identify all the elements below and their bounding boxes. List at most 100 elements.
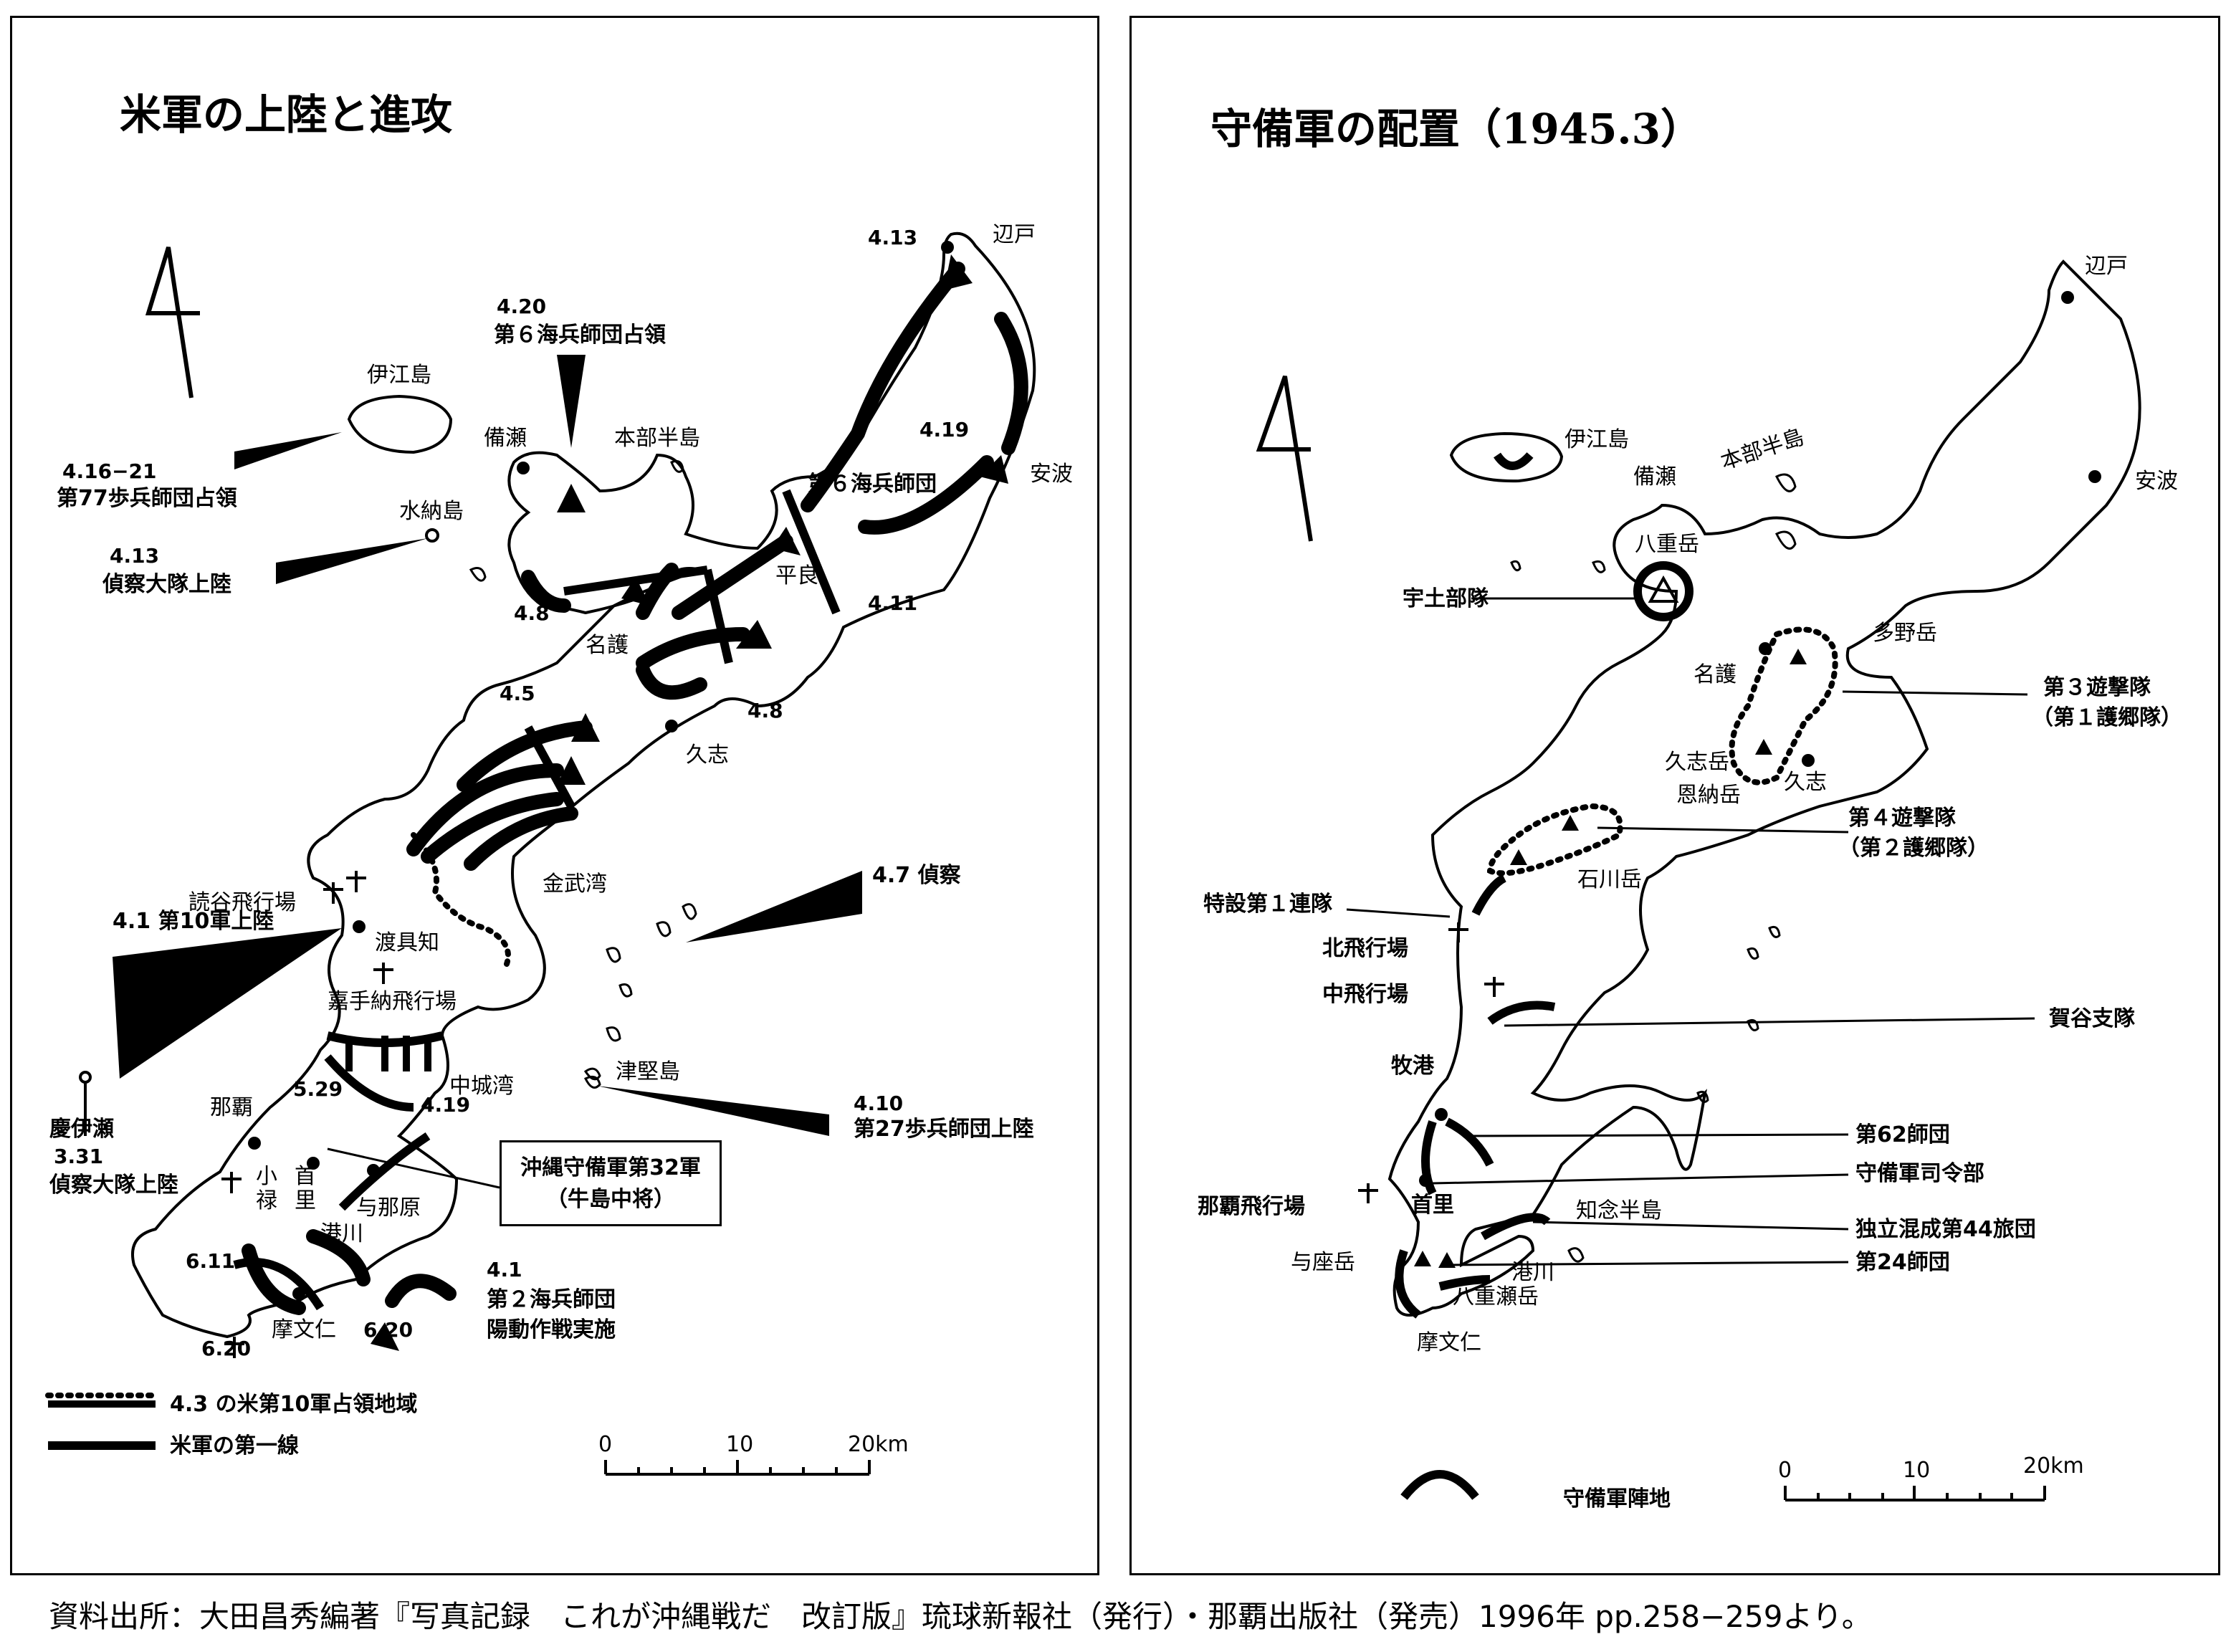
label-mabuni: 摩文仁 — [1417, 1330, 1481, 1355]
event-4-13-text: 偵察大隊上陸 — [102, 572, 231, 597]
defense-deployment-map-panel: 守備軍の配置（1945.3） — [1129, 16, 2220, 1575]
label-kushidake: 久志岳 — [1665, 750, 1729, 775]
label-nakagusuku-bay: 中城湾 — [449, 1074, 514, 1099]
small-island — [1696, 1090, 1709, 1103]
event-4-1-diversion-line1: 第２海兵師団 — [487, 1287, 616, 1312]
label-nago: 名護 — [1693, 662, 1736, 687]
label-shuri-1: 首 — [295, 1164, 316, 1189]
event-4-5: 4.5 — [500, 682, 535, 705]
label-kita-airfield: 北飛行場 — [1322, 936, 1408, 961]
label-kadena-airfield: 嘉手納飛行場 — [328, 989, 457, 1014]
leader-lines — [1346, 597, 2035, 1266]
label-naha-airfield: 那覇飛行場 — [1198, 1194, 1305, 1219]
guerrilla3-area — [1729, 626, 1838, 786]
ie-island-position — [1494, 452, 1534, 470]
unit-guerrilla3: 第３遊撃隊 — [2043, 675, 2151, 700]
label-minatogawa: 港川 — [1511, 1260, 1554, 1285]
scale-label-0: 0 — [598, 1432, 612, 1457]
small-island — [606, 1026, 621, 1042]
attack-wedge-4-7 — [686, 871, 862, 942]
label-toguchi: 渡具知 — [375, 930, 439, 955]
onnadake-peak-icon — [1562, 815, 1579, 831]
attack-wedge-4-1-main — [113, 928, 342, 1079]
small-island — [1768, 925, 1781, 938]
event-4-8-nago: 4.8 — [514, 601, 550, 625]
label-hedo: 辺戸 — [993, 222, 1036, 247]
small-island — [469, 567, 487, 582]
okinawa-island-outline — [1387, 259, 2141, 1317]
left-map-title: 米軍の上陸と進攻 — [120, 90, 453, 139]
small-island — [606, 947, 621, 963]
label-yonabaru: 与那原 — [356, 1195, 421, 1221]
scale-label-0: 0 — [1778, 1458, 1792, 1483]
event-4-10-date: 4.10 — [854, 1092, 903, 1115]
small-island — [1774, 473, 1797, 492]
us-landing-map: 伊江島 備瀬 本部半島 水納島 名護 平良 辺戸 安波 久志 金武湾 読谷飛行場… — [45, 222, 1073, 1476]
label-kushi: 久志 — [1784, 770, 1827, 795]
ishikawadake-peak-icon — [1510, 849, 1527, 865]
label-ie-island: 伊江島 — [367, 363, 431, 388]
front-lines — [233, 489, 841, 1311]
kushidake-peak-icon — [1755, 739, 1772, 755]
event-3-31-date: 3.31 — [54, 1145, 103, 1168]
unit-kaya: 賀谷支隊 — [2049, 1006, 2135, 1031]
small-island — [1747, 1018, 1759, 1031]
label-aha: 安波 — [1030, 462, 1073, 487]
label-ie-island: 伊江島 — [1564, 427, 1629, 452]
small-island — [1774, 530, 1797, 550]
airfield-icons — [1358, 922, 1504, 1203]
label-onnadake: 恩納岳 — [1676, 783, 1741, 808]
label-nago: 名護 — [586, 633, 629, 658]
north-arrow-icon — [1256, 376, 1313, 542]
label-bise: 備瀬 — [484, 426, 527, 451]
label-tanodake: 多野岳 — [1873, 621, 1937, 646]
label-yaesedake: 八重瀬岳 — [1453, 1284, 1539, 1309]
event-4-19-naka: 4.19 — [421, 1093, 470, 1117]
label-motobu: 本部半島 — [614, 426, 700, 451]
okinawa-island-outline — [131, 231, 1036, 1339]
us-landing-map-panel: 米軍の上陸と進攻 — [10, 16, 1099, 1575]
label-minatogawa: 港川 — [320, 1221, 363, 1246]
unit-special1: 特設第１連隊 — [1203, 892, 1332, 917]
label-ishikawadake: 石川岳 — [1577, 867, 1642, 892]
ie-island-shape — [347, 394, 453, 454]
guerrilla4-area — [1486, 803, 1623, 877]
scale-label-20: 20km — [2023, 1453, 2084, 1479]
legend-front-label: 米軍の第一線 — [170, 1433, 299, 1458]
label-oroku-2: 禄 — [256, 1188, 277, 1213]
unit-div24: 第24師団 — [1855, 1250, 1950, 1275]
event-4-7-recon: 4.7 偵察 — [872, 863, 962, 888]
label-tsuken: 津堅島 — [616, 1059, 680, 1084]
event-5-29: 5.29 — [293, 1077, 343, 1101]
kerama-dot — [79, 1071, 92, 1084]
event-4-20-text: 第６海兵師団占領 — [494, 323, 666, 348]
town-markers — [248, 241, 995, 1300]
label-naha: 那覇 — [210, 1095, 253, 1120]
event-4-11: 4.11 — [868, 591, 917, 615]
tanodake-peak-icon — [1790, 649, 1807, 664]
hq-32nd-army-box: 沖縄守備軍第32軍 （牛島中将） — [500, 1140, 722, 1226]
airfield-icons — [221, 871, 393, 1358]
unit-udo: 宇土部隊 — [1403, 586, 1489, 611]
label-kushi: 久志 — [686, 743, 729, 768]
label-oroku-1: 小 — [256, 1164, 277, 1189]
event-4-13-hedo: 4.13 — [868, 226, 917, 249]
label-hedo: 辺戸 — [2085, 254, 2128, 279]
source-caption: 資料出所：大田昌秀編著『写真記録 これが沖縄戦だ 改訂版』琉球新報社（発行）・那… — [49, 1599, 1872, 1634]
label-yozadake: 与座岳 — [1291, 1250, 1355, 1275]
small-island — [1747, 947, 1759, 960]
hq-callout-line — [327, 1147, 500, 1189]
scale-label-10: 10 — [1903, 1458, 1930, 1483]
unit-div62: 第62師団 — [1855, 1122, 1950, 1147]
scale-bar — [604, 1460, 871, 1476]
label-aha: 安波 — [2135, 469, 2178, 494]
event-4-16-text: 第77歩兵師団占領 — [57, 486, 237, 511]
event-3-31-text: 偵察大隊上陸 — [49, 1173, 178, 1198]
event-6-20-b: 6.20 — [363, 1318, 413, 1342]
legend-occupied-label: 4.3 の米第10軍占領地域 — [170, 1392, 417, 1417]
small-island — [1510, 560, 1521, 572]
event-6-11: 6.11 — [186, 1249, 235, 1273]
label-bise: 備瀬 — [1633, 464, 1676, 490]
event-4-8-kushi: 4.8 — [747, 699, 783, 722]
small-island — [1567, 1247, 1585, 1263]
